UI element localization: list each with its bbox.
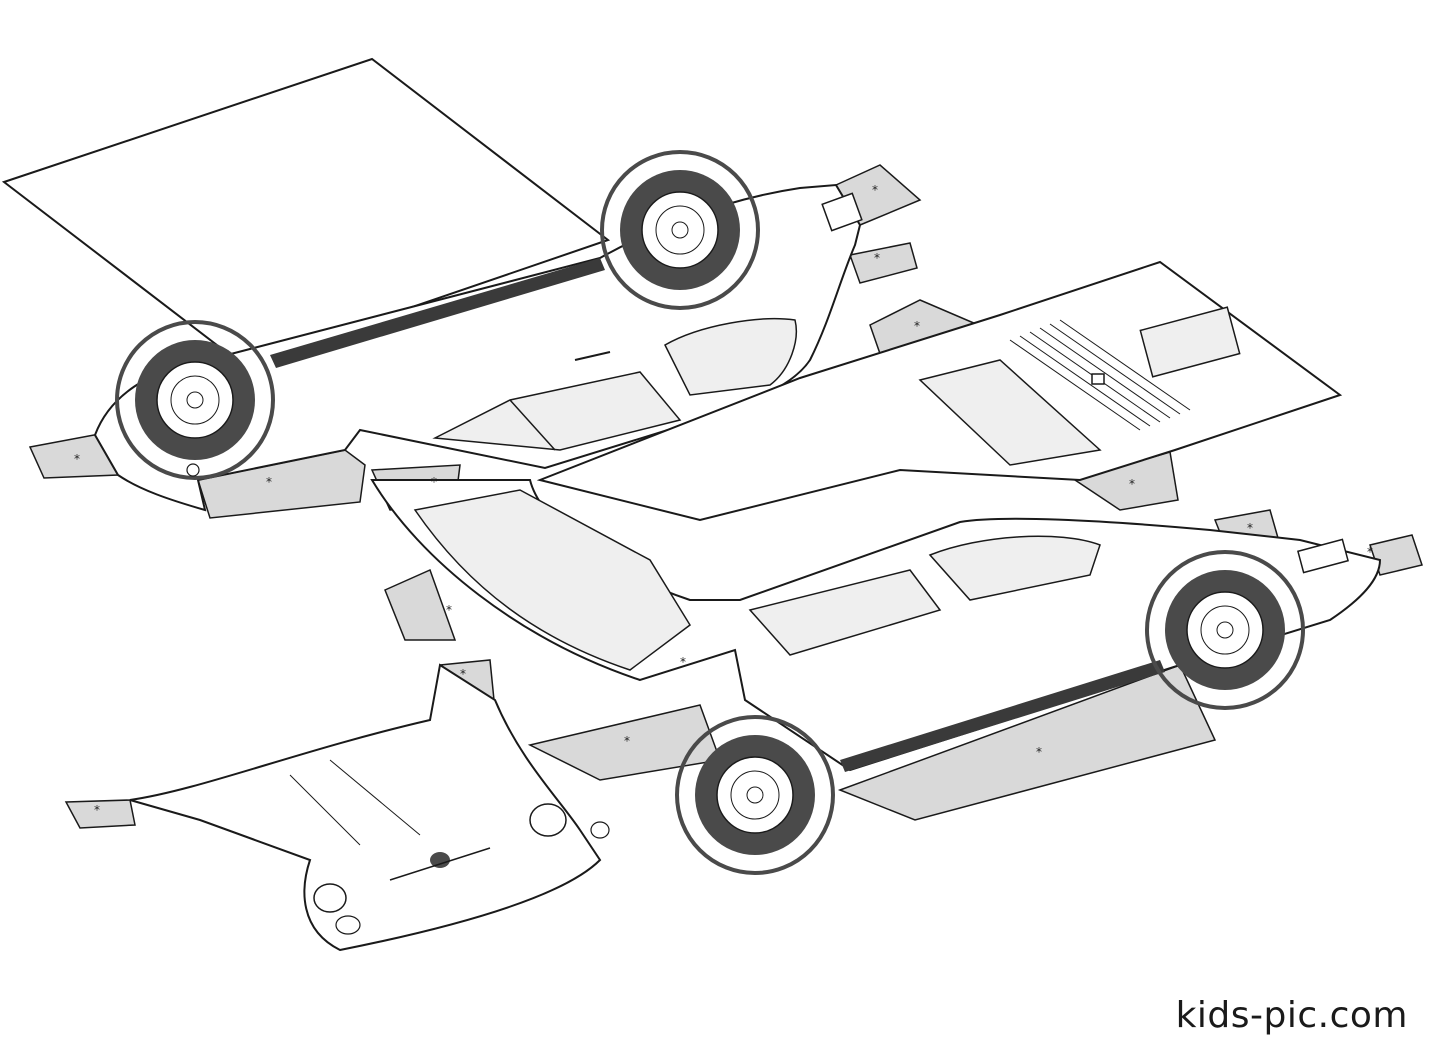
wheel — [115, 320, 275, 480]
rear-window-top — [1139, 306, 1241, 378]
side-window — [748, 569, 942, 656]
glue-tab — [837, 664, 1217, 821]
hood-crease — [289, 774, 361, 846]
glue-mark: * — [680, 655, 686, 669]
glue-mark: * — [624, 734, 630, 748]
tail-light — [1297, 538, 1349, 574]
glue-mark: * — [94, 803, 100, 817]
wheel — [600, 150, 760, 310]
glue-mark: * — [266, 475, 272, 489]
hood-crease — [329, 759, 421, 836]
wheel — [675, 715, 835, 875]
glue-mark: * — [872, 183, 878, 197]
glue-mark: * — [446, 603, 452, 617]
headlight — [313, 883, 347, 913]
grille-emblem — [430, 852, 450, 868]
center-body-strip — [536, 260, 1343, 522]
windscreen — [918, 359, 1102, 466]
front-window — [413, 489, 691, 671]
tail-light — [821, 192, 863, 232]
glue-mark: * — [460, 667, 466, 681]
glue-mark: * — [74, 452, 80, 466]
glue-tab — [64, 799, 136, 829]
window-pillar — [509, 399, 556, 451]
glue-tab — [384, 568, 457, 641]
fog-light — [335, 915, 361, 935]
glue-mark: * — [431, 475, 437, 489]
glue-marks: * * * * * * * * * * * * * * * — [74, 183, 1373, 817]
wheel — [1145, 550, 1305, 710]
sill-stripe — [270, 258, 605, 368]
rear-quarter-window — [928, 535, 1101, 601]
headlight — [529, 803, 567, 837]
emblem — [1091, 373, 1105, 385]
rear-window — [664, 317, 797, 396]
roof-panel — [1, 57, 611, 367]
glue-mark: * — [1036, 745, 1042, 759]
glue-mark: * — [874, 251, 880, 265]
fuel-cap — [186, 463, 200, 477]
glue-mark: * — [914, 319, 920, 333]
side-window — [432, 371, 682, 451]
hood-body — [129, 663, 602, 952]
glue-mark: * — [1129, 477, 1135, 491]
front-panel — [64, 659, 722, 952]
grille-bar — [389, 847, 491, 881]
glue-mark: * — [1247, 521, 1253, 535]
right-side-panel — [370, 464, 1423, 821]
fog-light — [590, 821, 610, 839]
glue-mark: * — [1367, 545, 1373, 559]
sill-stripe — [840, 660, 1165, 772]
hood-vents — [1009, 319, 1191, 431]
glue-tab — [849, 242, 918, 284]
watermark-text: kids-pic.com — [1175, 995, 1408, 1036]
door-handle — [574, 351, 611, 361]
